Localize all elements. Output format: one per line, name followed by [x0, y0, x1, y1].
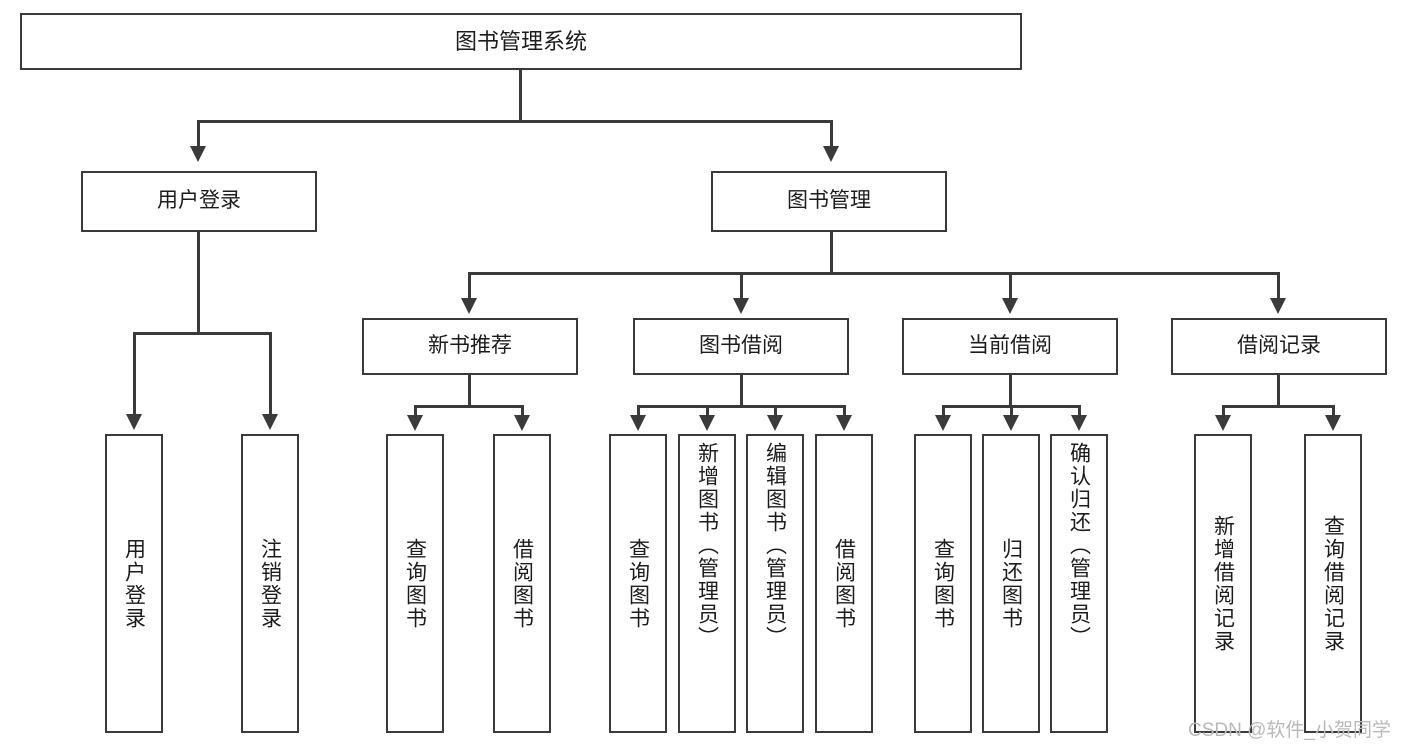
connector-new-book-drop-1	[414, 405, 417, 417]
leaf-query-borrow-record[interactable]: 查询借阅记录	[1304, 434, 1362, 733]
connector-borrow-record-bus	[1222, 405, 1335, 408]
leaf-query-book-borrow[interactable]: 查询图书	[609, 434, 667, 733]
leaf-label: 借阅图书	[510, 537, 534, 630]
connector-borrow-record-drop-2	[1332, 405, 1335, 417]
node-root-book-management-system[interactable]: 图书管理系统	[20, 13, 1022, 70]
arrowhead-leaf-user-login	[126, 414, 142, 430]
node-label: 用户登录	[157, 189, 241, 213]
node-book-management[interactable]: 图书管理	[711, 171, 947, 232]
connector-book-borrow-drop-2	[706, 405, 709, 417]
connector-book-borrow-drop-4	[843, 405, 846, 417]
connector-root-to-book-management	[830, 120, 833, 148]
connector-book-borrow-stem	[740, 375, 743, 407]
arrowhead-current-borrow	[1002, 298, 1018, 314]
node-label: 图书管理	[787, 189, 871, 213]
leaf-add-book-admin[interactable]: 新增图书（管理员）	[678, 434, 736, 733]
arrowhead-current-borrow-leaf-2	[1003, 415, 1019, 431]
leaf-label: 查询图书	[626, 537, 650, 630]
leaf-add-borrow-record[interactable]: 新增借阅记录	[1194, 434, 1252, 733]
connector-root-bus	[197, 120, 833, 123]
connector-user-login-stem	[197, 232, 200, 334]
arrowhead-book-borrow-leaf-3	[767, 415, 783, 431]
arrowhead-leaf-logout	[262, 414, 278, 430]
connector-book-borrow-bus	[637, 405, 846, 408]
connector-book-management-stem	[830, 232, 833, 274]
connector-new-book-bus	[414, 405, 524, 408]
leaf-query-book-current[interactable]: 查询图书	[914, 434, 972, 733]
arrowhead-borrow-record-leaf-2	[1325, 415, 1341, 431]
arrowhead-book-borrow-leaf-2	[699, 415, 715, 431]
connector-current-borrow-stem	[1009, 375, 1012, 407]
node-new-book-recommend[interactable]: 新书推荐	[362, 318, 578, 375]
leaf-borrow-book-recommend[interactable]: 借阅图书	[493, 434, 551, 733]
connector-user-login-bus	[133, 332, 272, 335]
leaf-label: 查询图书	[403, 537, 427, 630]
leaf-label: 用户登录	[122, 537, 146, 630]
arrowhead-borrow-record-leaf-1	[1215, 415, 1231, 431]
arrowhead-new-book	[461, 298, 477, 314]
arrowhead-new-book-leaf-1	[407, 415, 423, 431]
leaf-logout[interactable]: 注销登录	[241, 434, 299, 733]
leaf-label: 借阅图书	[832, 537, 856, 630]
leaf-edit-book-admin[interactable]: 编辑图书（管理员）	[746, 434, 804, 733]
leaf-label: 新增借阅记录	[1211, 514, 1235, 653]
node-label: 图书借阅	[699, 334, 783, 358]
node-book-borrow[interactable]: 图书借阅	[633, 318, 849, 375]
connector-root-stem	[519, 70, 522, 122]
arrowhead-current-borrow-leaf-3	[1071, 415, 1087, 431]
arrowhead-book-borrow	[733, 298, 749, 314]
arrowhead-book-borrow-leaf-4	[836, 415, 852, 431]
connector-user-login-drop-2	[269, 332, 272, 416]
connector-root-to-user-login	[197, 120, 200, 148]
connector-to-current-borrow	[1009, 272, 1012, 300]
leaf-label: 注销登录	[258, 537, 282, 630]
node-label: 当前借阅	[968, 334, 1052, 358]
node-user-login[interactable]: 用户登录	[81, 171, 317, 232]
node-label: 图书管理系统	[454, 28, 587, 54]
leaf-borrow-book[interactable]: 借阅图书	[815, 434, 873, 733]
leaf-user-login[interactable]: 用户登录	[105, 434, 163, 733]
arrowhead-book-management	[823, 146, 839, 162]
connector-to-book-borrow	[740, 272, 743, 300]
connector-user-login-drop-1	[133, 332, 136, 416]
leaf-query-book-recommend[interactable]: 查询图书	[386, 434, 444, 733]
connector-current-borrow-drop-3	[1078, 405, 1081, 417]
connector-to-new-book	[468, 272, 471, 300]
arrowhead-current-borrow-leaf-1	[935, 415, 951, 431]
arrowhead-borrow-record	[1270, 298, 1286, 314]
connector-new-book-stem	[468, 375, 471, 407]
node-label: 借阅记录	[1237, 334, 1321, 358]
leaf-label: 新增图书（管理员）	[695, 442, 719, 649]
leaf-confirm-return-admin[interactable]: 确认归还（管理员）	[1050, 434, 1108, 733]
connector-current-borrow-drop-1	[942, 405, 945, 417]
connector-level3-bus	[468, 272, 1280, 275]
connector-book-borrow-drop-3	[774, 405, 777, 417]
connector-new-book-drop-2	[521, 405, 524, 417]
node-current-borrow[interactable]: 当前借阅	[902, 318, 1118, 375]
csdn-watermark: CSDN @软件_小贺同学	[1188, 715, 1391, 742]
leaf-label: 查询图书	[931, 537, 955, 630]
connector-borrow-record-drop-1	[1222, 405, 1225, 417]
node-label: 新书推荐	[428, 334, 512, 358]
leaf-return-book[interactable]: 归还图书	[982, 434, 1040, 733]
connector-current-borrow-drop-2	[1010, 405, 1013, 417]
arrowhead-book-borrow-leaf-1	[630, 415, 646, 431]
node-borrow-record[interactable]: 借阅记录	[1171, 318, 1387, 375]
connector-to-borrow-record	[1277, 272, 1280, 300]
connector-book-borrow-drop-1	[637, 405, 640, 417]
leaf-label: 编辑图书（管理员）	[763, 442, 787, 649]
arrowhead-new-book-leaf-2	[514, 415, 530, 431]
watermark-text: CSDN @软件_小贺同学	[1188, 720, 1391, 741]
leaf-label: 归还图书	[999, 537, 1023, 630]
connector-borrow-record-stem	[1277, 375, 1280, 407]
leaf-label: 查询借阅记录	[1321, 514, 1345, 653]
leaf-label: 确认归还（管理员）	[1067, 442, 1091, 649]
arrowhead-user-login	[190, 146, 206, 162]
